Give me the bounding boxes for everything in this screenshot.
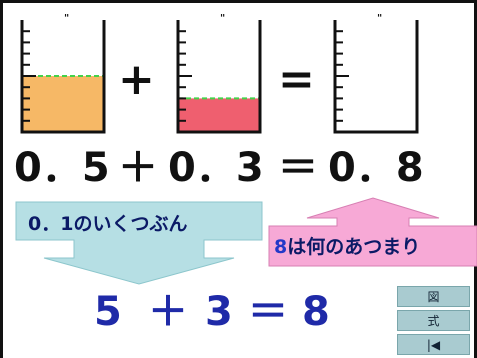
decimal-equals: ＝ <box>278 146 318 190</box>
measuring-cylinder-1: " <box>14 12 110 140</box>
callout-right-prefix: 8 <box>274 236 287 258</box>
frame-top-border <box>0 0 477 3</box>
formula-button[interactable]: 式 <box>397 310 470 331</box>
frame-left-border <box>0 0 3 358</box>
measuring-cylinder-2: " <box>170 12 266 140</box>
figure-button[interactable]: 図 <box>397 286 470 307</box>
cylinder-1-fill <box>22 76 104 132</box>
integer-result: 8 <box>302 290 330 334</box>
decimal-operand-a: 0．5 <box>14 146 110 190</box>
svg-text:": " <box>220 13 225 24</box>
svg-text:": " <box>64 13 69 24</box>
callout-right-body: は何のあつまり <box>287 236 420 258</box>
plus-operator: + <box>118 58 155 102</box>
decimal-result: 0．8 <box>328 146 424 190</box>
decimal-plus: ＋ <box>118 146 158 190</box>
integer-operand-a: 5 <box>94 290 122 334</box>
measuring-cylinder-3: " <box>327 12 423 140</box>
callout-left-text: 0．1のいくつぶん <box>28 209 187 236</box>
decimal-operand-b: 0．3 <box>168 146 264 190</box>
callout-right-text: 8は何のあつまり <box>274 232 420 259</box>
svg-text:": " <box>377 13 382 24</box>
integer-operand-b: 3 <box>205 290 233 334</box>
integer-equals: ＝ <box>248 290 288 334</box>
cylinder-2-fill <box>178 98 260 132</box>
integer-plus: ＋ <box>148 290 188 334</box>
equals-operator: = <box>278 58 315 102</box>
back-to-start-button[interactable]: |◀ <box>397 334 470 355</box>
